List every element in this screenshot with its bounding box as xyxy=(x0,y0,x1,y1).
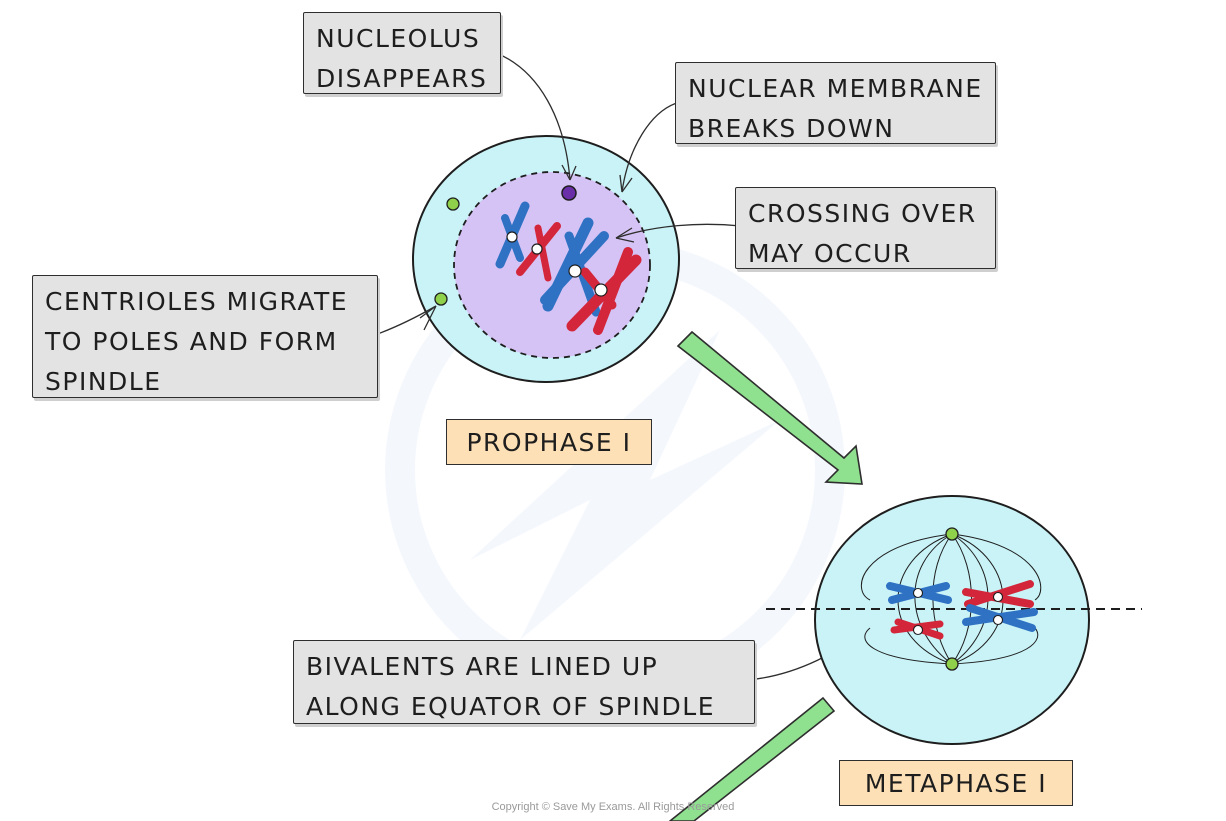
prophase-cell xyxy=(412,135,680,383)
centriole-bottom xyxy=(945,657,959,671)
bivalent-left xyxy=(886,582,952,640)
arrow-metaphase-next xyxy=(668,696,836,821)
metaphase-cell xyxy=(766,495,1142,745)
centriole-bottom xyxy=(434,292,448,306)
centriole-top xyxy=(446,197,460,211)
phase-tag-metaphase: METAPHASE I xyxy=(839,760,1073,806)
bivalent-right xyxy=(962,580,1038,632)
label-nucleolus-disappears: NUCLEOLUS DISAPPEARS xyxy=(303,12,501,94)
label-nuclear-membrane: NUCLEAR MEMBRANE BREAKS DOWN xyxy=(675,62,996,144)
copyright-notice: Copyright © Save My Exams. All Rights Re… xyxy=(491,801,735,813)
label-centrioles-migrate: CENTRIOLES MIGRATE TO POLES AND FORM SPI… xyxy=(32,275,378,398)
label-bivalents-lined-up: BIVALENTS ARE LINED UP ALONG EQUATOR OF … xyxy=(293,640,755,724)
centriole-top xyxy=(945,527,959,541)
arrow-prophase-to-metaphase xyxy=(676,330,863,485)
label-crossing-over: CROSSING OVER MAY OCCUR xyxy=(735,187,996,269)
phase-tag-prophase: PROPHASE I xyxy=(446,419,652,465)
nucleolus xyxy=(561,185,577,201)
small-bivalent xyxy=(495,201,561,282)
large-bivalent xyxy=(540,217,642,335)
